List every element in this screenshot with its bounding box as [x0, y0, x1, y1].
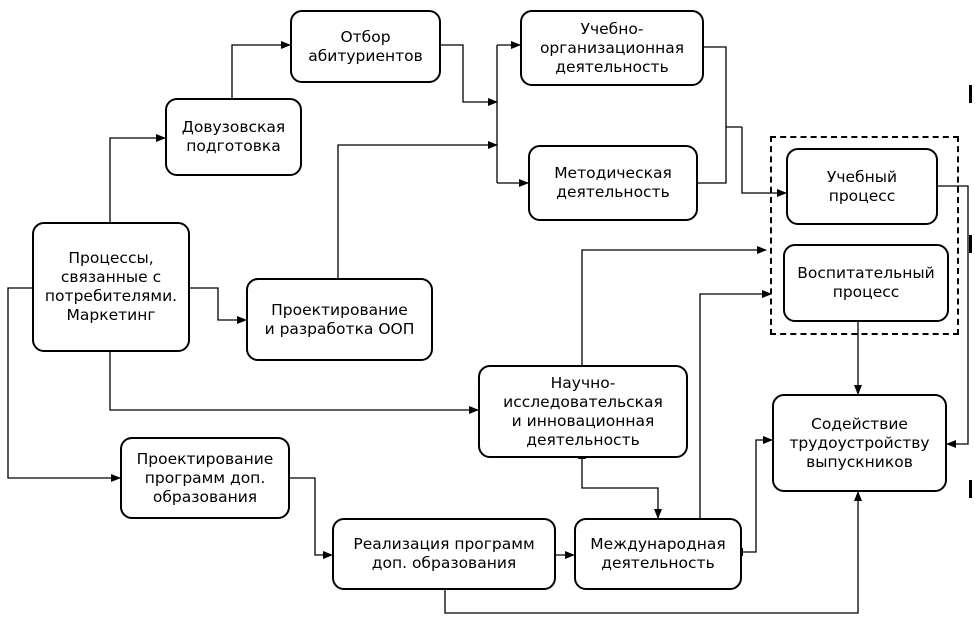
- arrow-research-to-upbringing: [581, 246, 767, 365]
- node-academic-organization: Учебно- организационная деятельность: [520, 10, 704, 86]
- edge-mark-3: [969, 480, 972, 498]
- arrow-educational-to-employment: [938, 185, 969, 448]
- arrow-international-employment: [733, 436, 773, 556]
- learning-process-group: [770, 136, 959, 335]
- node-upbringing-process: Воспитательный процесс: [783, 244, 949, 322]
- arrow-marketing-to-research: [109, 352, 479, 414]
- line-academic-out: [704, 46, 742, 128]
- node-research-innovation: Научно- исследовательская и инновационна…: [478, 365, 688, 458]
- arrow-add-design-to-impl: [290, 477, 333, 559]
- node-processes-marketing: Процессы, связанные с потребителями. Мар…: [32, 222, 190, 352]
- arrow-marketing-to-oop: [190, 287, 247, 324]
- node-add-programs-implementation: Реализация программ доп. образования: [332, 518, 556, 590]
- edge-mark-2: [969, 235, 972, 253]
- edge-mark-1: [969, 85, 972, 103]
- arrow-oop-to-junction: [337, 141, 498, 278]
- arrow-preuniversity-to-selection: [231, 41, 291, 98]
- node-oop-design: Проектирование и разработка ООП: [246, 278, 433, 361]
- node-employment-support: Содействие трудоустройству выпускников: [772, 394, 947, 492]
- node-applicant-selection: Отбор абитуриентов: [290, 10, 441, 83]
- node-pre-university: Довузовская подготовка: [165, 98, 302, 176]
- arrow-selection-to-junction: [441, 44, 498, 106]
- node-international: Международная деятельность: [574, 518, 742, 590]
- arrow-marketing-to-add-design: [7, 287, 121, 482]
- arrow-impl-to-employment: [444, 491, 862, 614]
- arrow-international-to-upbringing: [699, 290, 772, 518]
- node-educational-process: Учебный процесс: [786, 148, 938, 225]
- node-add-programs-design: Проектирование программ доп. образования: [120, 437, 290, 519]
- arrow-marketing-to-preuniversity: [109, 134, 166, 222]
- line-methodical-out: [698, 127, 727, 184]
- arrow-research-international: [578, 449, 662, 519]
- node-methodical: Методическая деятельность: [528, 145, 698, 221]
